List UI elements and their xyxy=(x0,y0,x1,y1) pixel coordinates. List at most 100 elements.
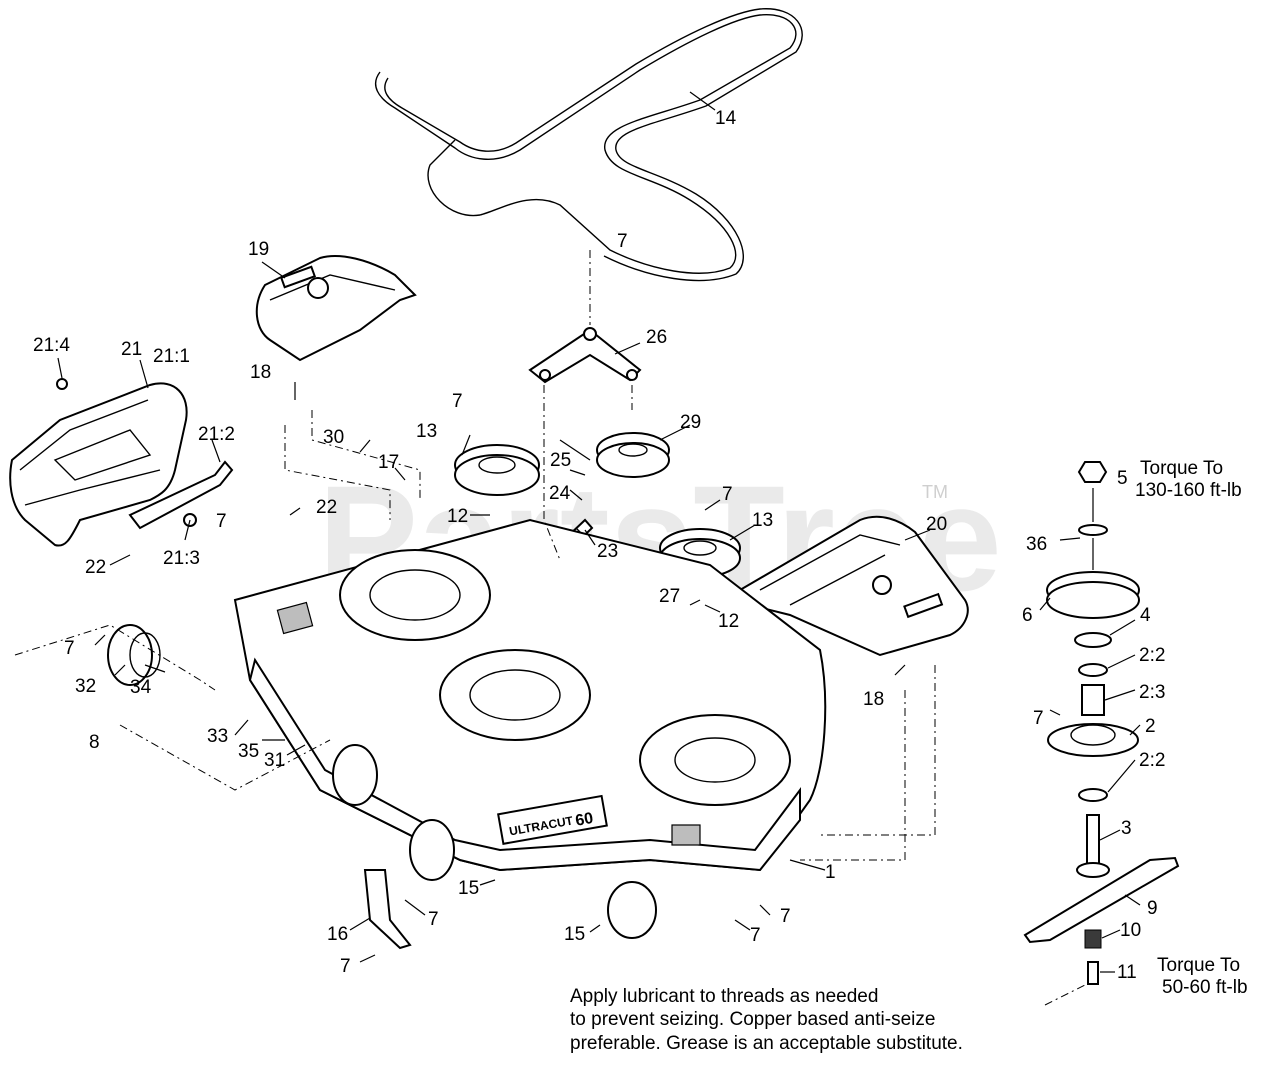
callout-21-1: 21:1 xyxy=(153,346,190,367)
torque-spec-upper: Torque To 130-160 ft-lb xyxy=(1135,458,1242,501)
spacer xyxy=(1074,632,1112,648)
callout-13: 13 xyxy=(416,421,437,442)
callout-20: 20 xyxy=(926,514,947,535)
deck-size-text: 60 xyxy=(574,810,595,830)
callout-7: 7 xyxy=(64,638,75,659)
callout-9: 9 xyxy=(1147,898,1158,919)
spindle-nut xyxy=(1077,461,1108,483)
callout-7: 7 xyxy=(216,511,227,532)
callout-34: 34 xyxy=(130,677,152,698)
callout-21-2: 21:2 xyxy=(198,424,235,445)
callout-23: 23 xyxy=(597,541,618,562)
callout-22: 22 xyxy=(316,497,337,518)
drive-belt xyxy=(375,8,803,282)
callout-7: 7 xyxy=(780,906,791,927)
callout-3: 3 xyxy=(1121,818,1132,839)
idler-pulley-center xyxy=(596,432,670,478)
note-line-2: to prevent seizing. Copper based anti-se… xyxy=(570,1009,935,1030)
callout-7: 7 xyxy=(750,925,761,946)
torque-upper-line-1: Torque To xyxy=(1140,458,1223,479)
bearing-top xyxy=(1078,663,1108,677)
callout-2: 2 xyxy=(1145,716,1156,737)
callout-10: 10 xyxy=(1120,920,1141,941)
idler-pulley-left xyxy=(454,444,540,496)
spindle-shaft xyxy=(1086,814,1100,866)
callout-15: 15 xyxy=(458,878,479,899)
callout-2-2: 2:2 xyxy=(1139,645,1165,666)
callout-13: 13 xyxy=(752,510,773,531)
center-belt-cover xyxy=(255,255,417,362)
callout-30: 30 xyxy=(323,427,344,448)
callout-35: 35 xyxy=(238,741,259,762)
callout-33: 33 xyxy=(207,726,228,747)
mower-deck: ULTRACUT 60 xyxy=(233,518,827,872)
right-belt-cover xyxy=(738,515,969,657)
discharge-chute-bracket xyxy=(363,869,412,950)
callout-22: 22 xyxy=(85,557,106,578)
callout-18: 18 xyxy=(863,689,884,710)
callout-16: 16 xyxy=(327,924,348,945)
callout-11: 11 xyxy=(1117,962,1137,983)
torque-spec-lower: Torque To 50-60 ft-lb xyxy=(1157,955,1248,998)
note-line-1: Apply lubricant to threads as needed xyxy=(570,986,878,1007)
callout-2-3: 2:3 xyxy=(1139,682,1165,703)
callout-labels: 14 19 7 26 21:4 21 21:1 18 7 29 21:2 30 … xyxy=(33,108,1165,983)
callout-32: 32 xyxy=(75,676,96,697)
anti-scalp-wheel-2 xyxy=(409,819,455,881)
callout-21: 21 xyxy=(121,339,142,360)
callout-14: 14 xyxy=(715,108,737,129)
bearing-bottom xyxy=(1078,788,1108,802)
callout-12: 12 xyxy=(447,506,468,527)
callout-29: 29 xyxy=(680,412,701,433)
left-belt-cover xyxy=(9,378,188,547)
callout-8: 8 xyxy=(89,732,100,753)
callout-21-4: 21:4 xyxy=(33,335,70,356)
callout-5: 5 xyxy=(1117,468,1128,489)
assembly-lines xyxy=(14,250,1086,1006)
callout-15: 15 xyxy=(564,924,585,945)
idler-arm xyxy=(528,327,642,384)
callout-7: 7 xyxy=(1033,708,1044,729)
anti-scalp-wheel-1 xyxy=(332,744,378,806)
callout-7: 7 xyxy=(428,909,439,930)
washer xyxy=(1078,524,1108,536)
callout-17: 17 xyxy=(378,452,399,473)
callout-1: 1 xyxy=(825,862,836,883)
callout-7: 7 xyxy=(340,956,351,977)
callout-7: 7 xyxy=(617,231,628,252)
callout-36: 36 xyxy=(1026,534,1047,555)
callout-7: 7 xyxy=(452,391,463,412)
callout-27: 27 xyxy=(659,586,680,607)
spindle-assembly xyxy=(1023,461,1180,985)
blade-bolt xyxy=(1087,961,1099,985)
callout-21-3: 21:3 xyxy=(163,548,200,569)
note-line-3: preferable. Grease is an acceptable subs… xyxy=(570,1033,963,1054)
callout-24: 24 xyxy=(549,483,571,504)
lubrication-note: Apply lubricant to threads as needed to … xyxy=(570,986,963,1054)
callout-31: 31 xyxy=(264,750,285,771)
callout-26: 26 xyxy=(646,327,667,348)
torque-lower-line-2: 50-60 ft-lb xyxy=(1162,977,1248,998)
blade-adapter xyxy=(1084,929,1102,949)
bearing-spacer xyxy=(1081,684,1105,716)
torque-upper-line-2: 130-160 ft-lb xyxy=(1135,480,1242,501)
deck-brand-badge xyxy=(497,794,608,845)
callout-4: 4 xyxy=(1140,605,1151,626)
left-cover-bracket xyxy=(128,460,234,530)
callout-19: 19 xyxy=(248,239,269,260)
callout-12: 12 xyxy=(718,611,739,632)
watermark-trademark: TM xyxy=(922,482,948,502)
callout-6: 6 xyxy=(1022,605,1033,626)
anti-scalp-wheel-3 xyxy=(607,881,657,939)
torque-lower-line-1: Torque To xyxy=(1157,955,1240,976)
spindle-housing xyxy=(1047,723,1139,757)
callout-2-2: 2:2 xyxy=(1139,750,1165,771)
callout-18: 18 xyxy=(250,362,271,383)
leader-lines xyxy=(57,91,1141,973)
callout-7: 7 xyxy=(722,484,733,505)
blade xyxy=(1023,856,1180,944)
gauge-wheel-front-left xyxy=(107,624,161,686)
callout-25: 25 xyxy=(550,450,571,471)
